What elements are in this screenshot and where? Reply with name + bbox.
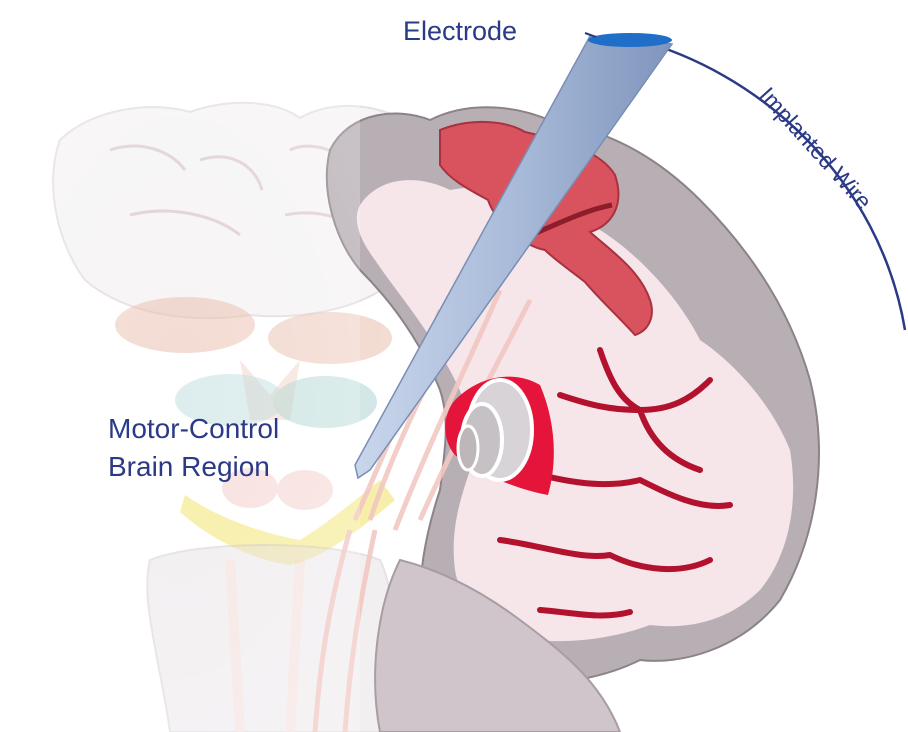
- implanted-wire-label: Implanted Wire: [754, 82, 877, 214]
- motor-control-label-line1: Motor-Control: [108, 413, 279, 444]
- electrode-label: Electrode: [403, 16, 517, 46]
- left-fade-overlay: [0, 80, 360, 732]
- electrode-cap: [588, 33, 672, 47]
- motor-control-label-line2: Brain Region: [108, 451, 270, 482]
